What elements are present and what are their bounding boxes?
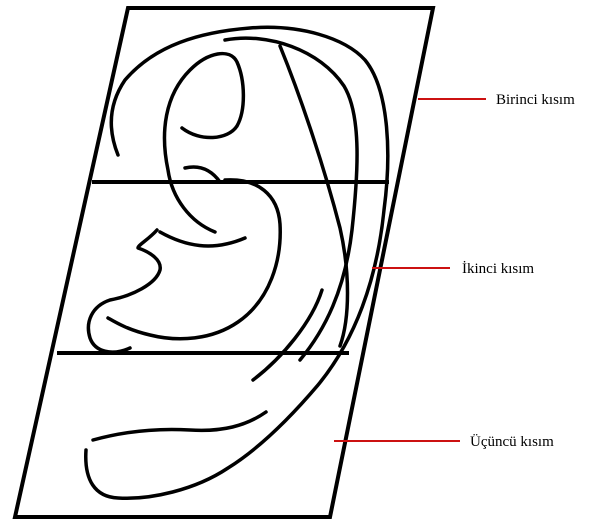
- antitragus-line: [253, 290, 322, 380]
- tragus-inner-curve: [108, 180, 280, 339]
- antihelix-crus: [164, 54, 243, 232]
- helix-outer-curve: [86, 27, 388, 498]
- helix-inner-curve: [225, 38, 357, 360]
- antihelix-fold: [280, 46, 348, 346]
- concha-lower-curve: [160, 232, 245, 246]
- label-second-section: İkinci kısım: [462, 261, 534, 277]
- ear-drawing: [86, 27, 388, 498]
- lobe-inner-curve: [93, 412, 266, 440]
- label-third-section: Üçüncü kısım: [470, 433, 554, 450]
- label-first-section: Birinci kısım: [496, 92, 575, 108]
- concha-curve: [185, 167, 220, 182]
